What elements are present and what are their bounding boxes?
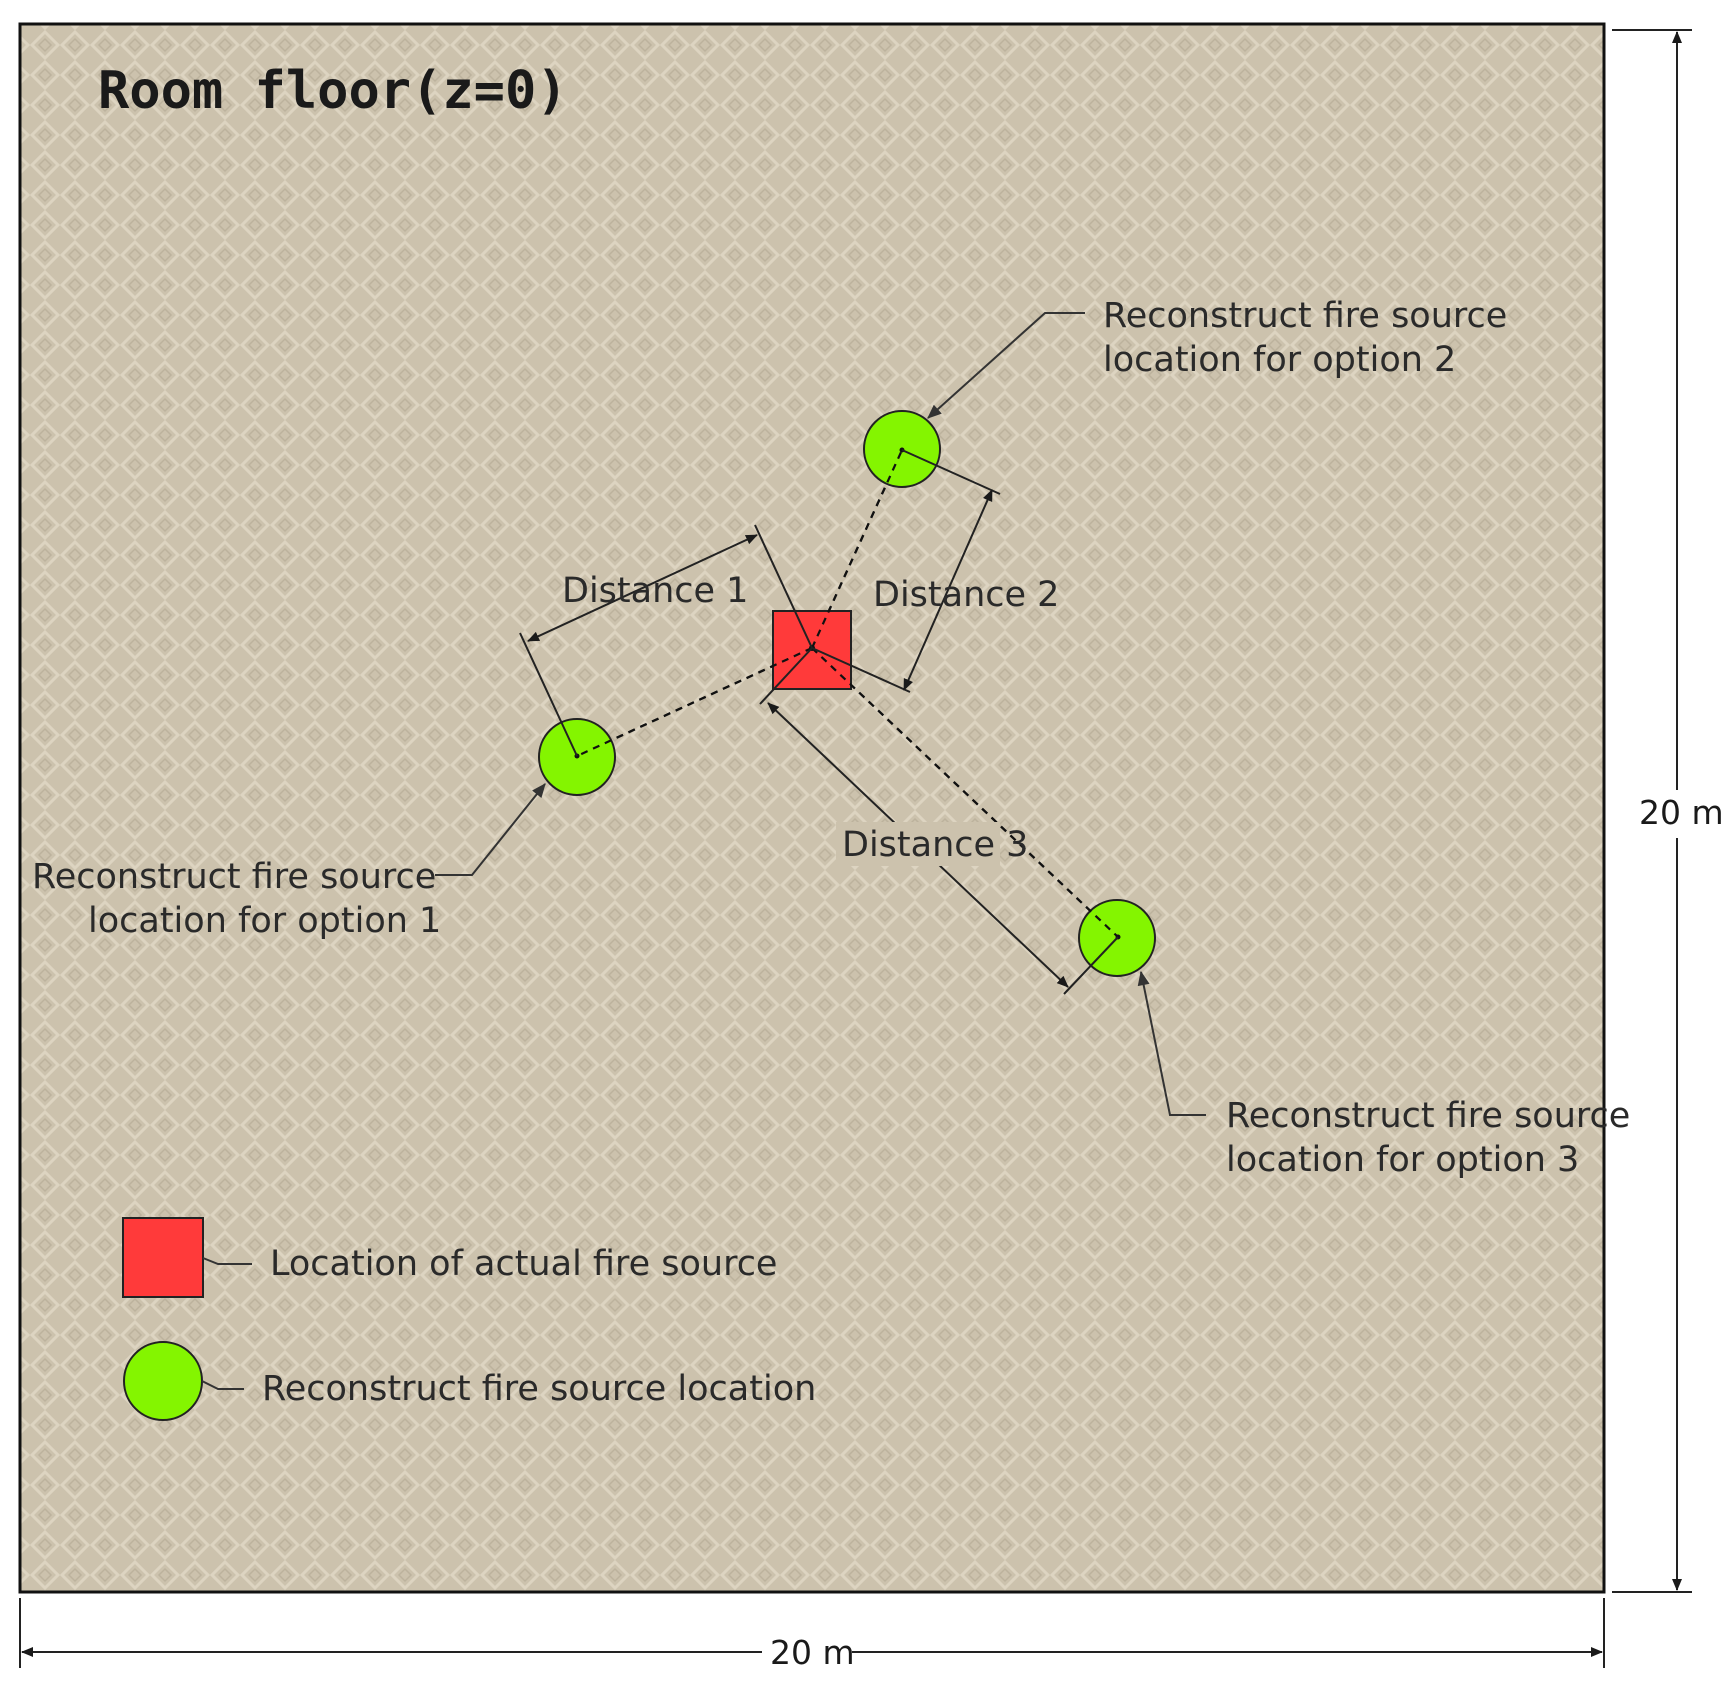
option2-label-line1: Reconstruct fire source	[1103, 296, 1507, 336]
distance3-label: Distance 3	[842, 825, 1028, 865]
option3-label-line1: Reconstruct fire source	[1226, 1096, 1630, 1136]
room-floor	[18, 22, 1606, 1594]
option1-label-line1: Reconstruct fire source	[32, 857, 436, 897]
width-dimension-label: 20 m	[770, 1633, 855, 1672]
option3-leader	[1137, 970, 1206, 1116]
legend-reconstructed-swatch	[123, 1341, 203, 1421]
distance1-dimension	[519, 524, 813, 757]
option2-leader	[927, 312, 1085, 419]
legend-reconstructed-label: Reconstruct fire source location	[262, 1369, 816, 1409]
distance2-label: Distance 2	[873, 575, 1059, 615]
distance1-label: Distance 1	[562, 571, 748, 611]
height-dimension	[1612, 29, 1692, 1593]
floor-title: Room floor(z=0)	[98, 61, 568, 121]
option1-label-line2: location for option 1	[88, 901, 441, 941]
option3-label-line2: location for option 3	[1226, 1140, 1579, 1180]
legend: Location of actual fire source Reconstru…	[122, 1217, 816, 1421]
legend-actual-label: Location of actual fire source	[270, 1244, 777, 1284]
distance2-dimension	[811, 449, 1001, 693]
height-dimension-label: 20 m	[1639, 793, 1724, 832]
option2-label-line2: location for option 2	[1103, 340, 1456, 380]
width-dimension	[19, 1598, 1605, 1668]
option1-leader	[435, 783, 546, 876]
legend-actual-swatch	[122, 1217, 204, 1298]
